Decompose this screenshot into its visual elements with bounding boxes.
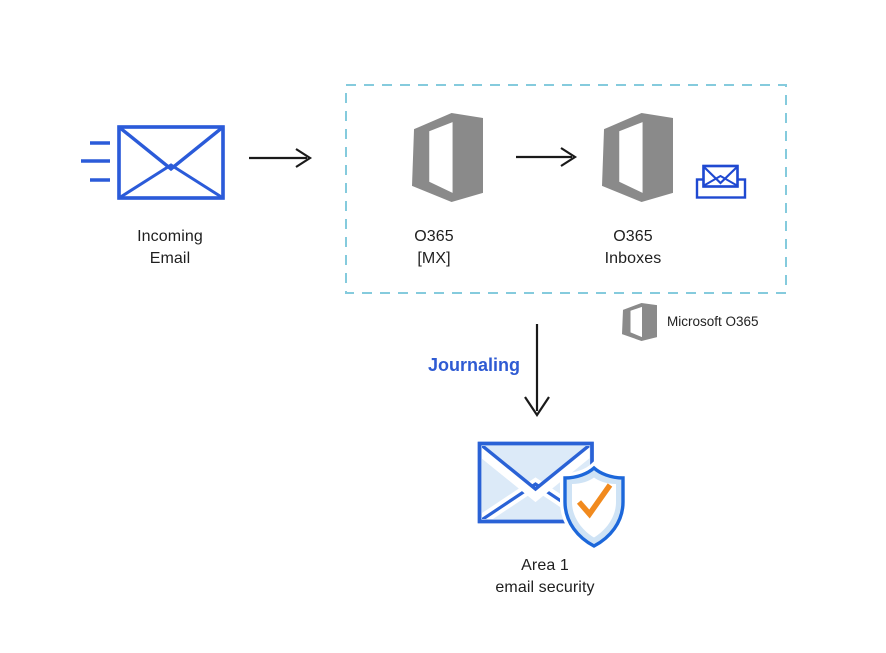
o365-inboxes-logo-icon (602, 113, 673, 202)
incoming-email-icon (81, 125, 225, 200)
arrow-down-icon (524, 324, 550, 417)
o365-environment-dashed-box (345, 84, 787, 294)
inbox-icon (695, 164, 747, 199)
o365-mx-label: O365 [MX] (414, 228, 454, 267)
arrow-right-icon (516, 147, 578, 167)
arrow-right-icon (249, 148, 313, 168)
incoming-email-label: Incoming Email (137, 228, 203, 267)
legend-label: Microsoft O365 (667, 314, 759, 329)
area1-label: Area 1 email security (495, 557, 595, 596)
o365-inboxes-label: O365 Inboxes (604, 228, 662, 267)
journaling-label: Journaling (427, 355, 520, 375)
legend-o365-logo-icon (622, 303, 657, 341)
checkmark-icon (576, 483, 613, 519)
area1-email-security-icon (477, 441, 628, 552)
o365-mx-logo-icon (412, 113, 483, 202)
